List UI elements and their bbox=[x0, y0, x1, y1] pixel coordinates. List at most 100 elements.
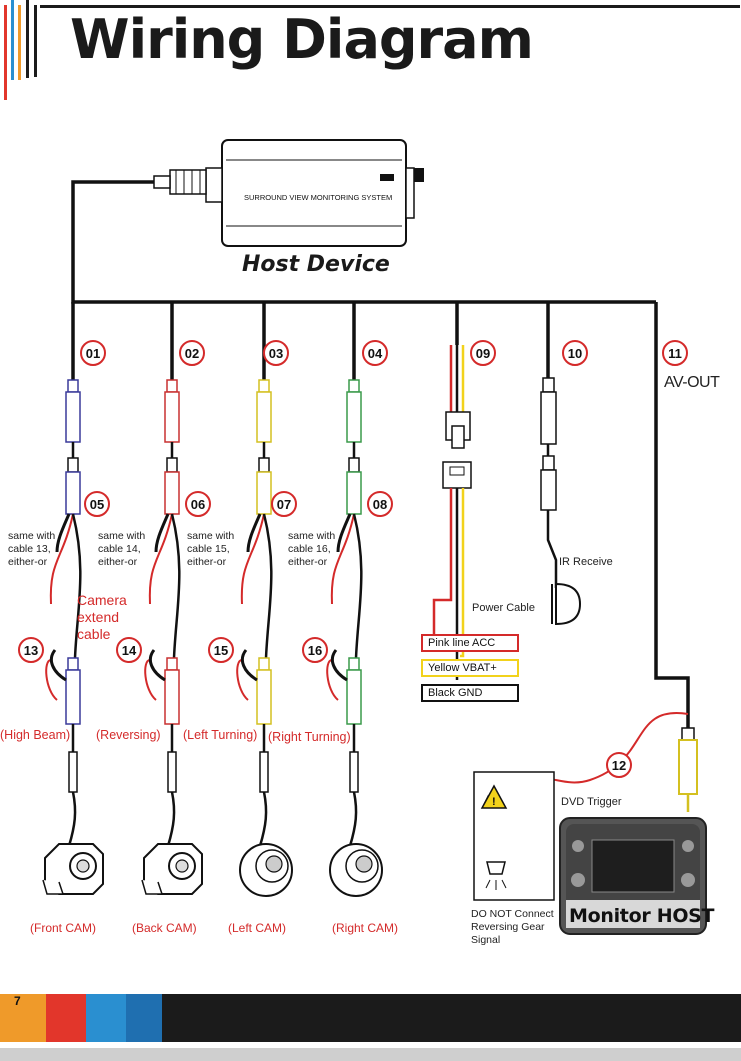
cam-lead-plug-1 bbox=[68, 751, 78, 793]
cam-lead-plug-2 bbox=[167, 751, 177, 793]
badge-04: 04 bbox=[362, 340, 388, 366]
lower-red-wire-1 bbox=[45, 659, 58, 701]
plug-body-2 bbox=[164, 391, 180, 443]
cam-lead-b-3 bbox=[258, 791, 268, 847]
plug-body-1 bbox=[65, 391, 81, 443]
label-right-cam: (Right CAM) bbox=[332, 921, 399, 935]
black-gnd-box: Black GND bbox=[421, 684, 519, 702]
camera-lens-1 bbox=[76, 859, 90, 873]
lower-red-wire-3 bbox=[236, 659, 249, 701]
extend-cable-2 bbox=[170, 513, 181, 659]
extend-red-wire-3 bbox=[240, 513, 265, 605]
cam-lead-plug-3 bbox=[259, 751, 269, 793]
socket-body-3 bbox=[256, 471, 272, 515]
socket-top-4 bbox=[348, 457, 360, 473]
socket-body-2 bbox=[164, 471, 180, 515]
camera-lens-2 bbox=[175, 859, 189, 873]
badge-08: 08 bbox=[367, 491, 393, 517]
svg-text:!: ! bbox=[492, 796, 496, 808]
plug-body-3 bbox=[256, 391, 272, 443]
lower-plug-top-2 bbox=[166, 657, 178, 671]
host-system-text: SURROUND VIEW MONITORING SYSTEM bbox=[244, 193, 392, 202]
badge-11: 11 bbox=[662, 340, 688, 366]
extend-black-wire-1 bbox=[55, 513, 71, 553]
power-cable-label: Power Cable bbox=[472, 602, 535, 614]
page-number: 7 bbox=[14, 994, 21, 1008]
socket-body-4 bbox=[346, 471, 362, 515]
lower-plug-top-1 bbox=[67, 657, 79, 671]
extend-black-wire-2 bbox=[154, 513, 170, 553]
plug-top-1 bbox=[67, 379, 79, 393]
badge-02: 02 bbox=[179, 340, 205, 366]
warning-panel: ! bbox=[473, 771, 555, 901]
function-reversing: (Reversing) bbox=[96, 728, 161, 742]
extend-cable-4 bbox=[352, 513, 363, 659]
lower-plug-top-3 bbox=[258, 657, 270, 671]
dvd-trigger-label: DVD Trigger bbox=[561, 796, 622, 808]
label-front-cam: (Front CAM) bbox=[30, 921, 96, 935]
extend-black-wire-4 bbox=[336, 513, 352, 553]
cam-lead-b-1 bbox=[67, 791, 77, 847]
badge-01: 01 bbox=[80, 340, 106, 366]
lower-black-wire-1 bbox=[50, 649, 67, 682]
cam-lead-b-2 bbox=[166, 791, 176, 847]
badge-07: 07 bbox=[271, 491, 297, 517]
monitor-host-device bbox=[559, 817, 707, 935]
extend-cable-1 bbox=[71, 513, 82, 659]
pink-acc-box: Pink line ACC bbox=[421, 634, 519, 652]
extend-red-wire-4 bbox=[330, 513, 355, 605]
label-back-cam: (Back CAM) bbox=[132, 921, 197, 935]
yellow-vbat-box: Yellow VBAT+ bbox=[421, 659, 519, 677]
ir-receiver bbox=[540, 377, 582, 626]
lower-plug-top-4 bbox=[348, 657, 360, 671]
cam-lead-b-4 bbox=[348, 791, 358, 847]
socket-top-1 bbox=[67, 457, 79, 473]
lower-plug-body-4 bbox=[346, 669, 362, 725]
host-device-box: SURROUND VIEW MONITORING SYSTEM bbox=[153, 139, 424, 247]
footer-bar bbox=[0, 994, 741, 1061]
socket-body-1 bbox=[65, 471, 81, 515]
extend-black-wire-3 bbox=[246, 513, 262, 553]
camera-bracket-2 bbox=[141, 879, 164, 895]
label-left-cam: (Left CAM) bbox=[228, 921, 287, 935]
cam-lead-plug-4 bbox=[349, 751, 359, 793]
lower-black-wire-2 bbox=[149, 649, 166, 682]
badge-13: 13 bbox=[18, 637, 44, 663]
badge-14: 14 bbox=[116, 637, 142, 663]
badge-03: 03 bbox=[263, 340, 289, 366]
camera-lens-4 bbox=[355, 855, 373, 873]
title-accent-bars bbox=[4, 0, 740, 100]
av-out-label: AV-OUT bbox=[664, 374, 720, 391]
monitor-host-label: Monitor HOST bbox=[569, 905, 715, 927]
badge-12: 12 bbox=[606, 752, 632, 778]
main-harness-wires bbox=[71, 180, 690, 728]
badge-06: 06 bbox=[185, 491, 211, 517]
plug-top-3 bbox=[258, 379, 270, 393]
lower-plug-body-2 bbox=[164, 669, 180, 725]
extend-red-wire-1 bbox=[49, 513, 74, 605]
plug-top-2 bbox=[166, 379, 178, 393]
lower-black-wire-4 bbox=[331, 649, 348, 682]
lower-red-wire-2 bbox=[144, 659, 157, 701]
lower-plug-body-1 bbox=[65, 669, 81, 725]
plug-top-4 bbox=[348, 379, 360, 393]
badge-09: 09 bbox=[470, 340, 496, 366]
lower-black-wire-3 bbox=[241, 649, 258, 682]
extend-red-wire-2 bbox=[148, 513, 173, 605]
camera-bracket-1 bbox=[42, 879, 65, 895]
lower-red-wire-4 bbox=[326, 659, 339, 701]
power-harness bbox=[432, 345, 472, 680]
socket-top-3 bbox=[258, 457, 270, 473]
extend-cable-3 bbox=[262, 513, 273, 659]
function-right-turning: (Right Turning) bbox=[268, 730, 351, 744]
host-device-label: Host Device bbox=[242, 252, 390, 277]
camera-lens-3 bbox=[265, 855, 283, 873]
function-left-turning: (Left Turning) bbox=[183, 728, 258, 742]
camera-connector-columns bbox=[42, 379, 383, 897]
